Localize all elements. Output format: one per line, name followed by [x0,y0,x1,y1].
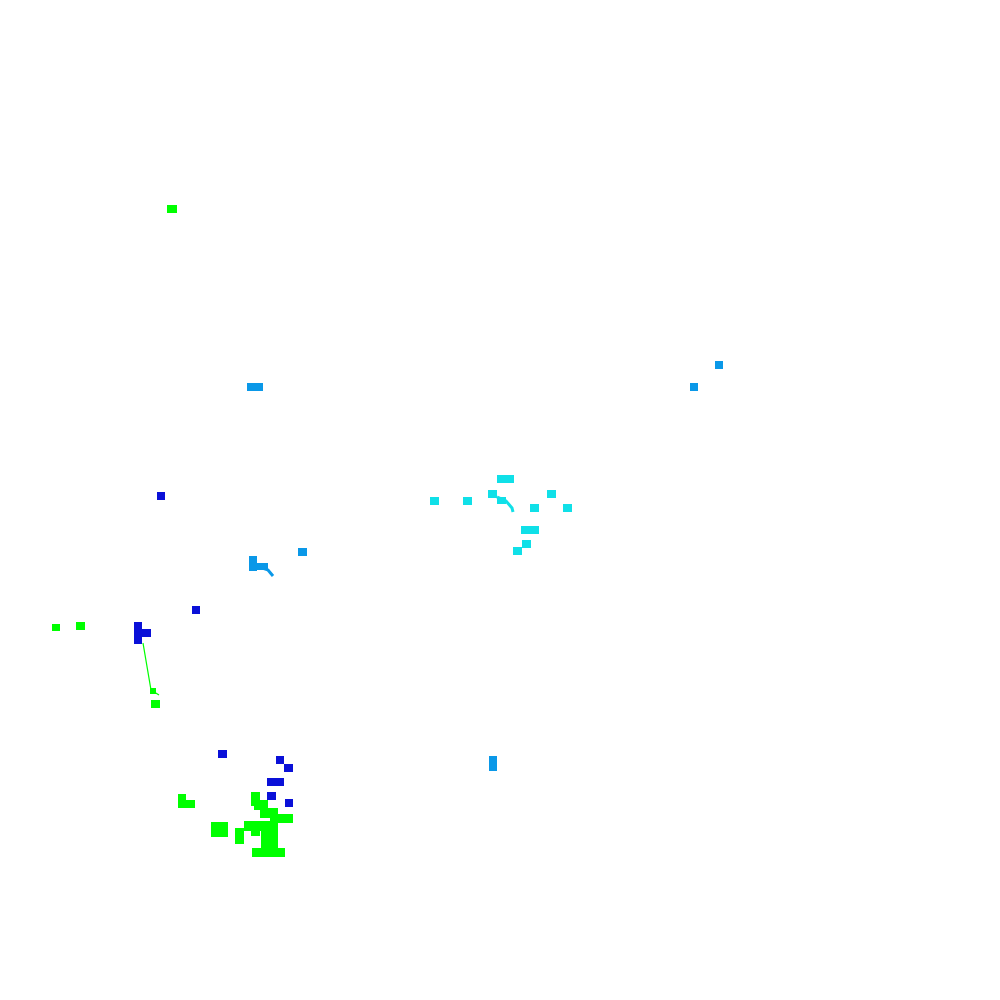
map-cell-cyan [513,547,522,555]
map-cell-dark-blue [284,764,293,772]
map-cell-green [252,848,285,857]
map-cell-cyan [522,540,531,548]
map-line-cyan [496,495,515,513]
map-cell-dark-blue [142,629,151,637]
map-cell-medium-blue [715,361,723,369]
map-cell-green [52,624,60,631]
map-cell-medium-blue [489,756,497,771]
map-cell-cyan [497,475,514,483]
map-cell-green [244,821,278,831]
map-cell-cyan [530,504,539,512]
map-cell-cyan [430,497,439,505]
map-cell-green [76,622,85,630]
map-cell-dark-blue [267,792,276,800]
map-cell-cyan [563,504,572,512]
map-line-medium-blue [261,566,275,577]
map-cell-cyan [547,490,556,498]
map-cell-green [178,794,186,808]
map-cell-medium-blue [298,548,307,556]
map-cell-green [184,800,195,808]
map-cell-medium-blue [690,383,698,391]
map-cell-dark-blue [276,756,284,764]
map-cell-green [251,828,260,836]
map-cell-cyan [488,490,497,498]
map-cell-green [211,822,228,837]
map-cell-dark-blue [192,606,200,614]
map-cell-medium-blue [256,563,268,570]
map-cell-medium-blue [249,556,257,571]
map-cell-green [254,800,268,810]
map-cell-dark-blue [218,750,227,758]
map-cell-dark-blue [134,622,142,644]
map-cell-cyan [521,526,539,534]
map-cell-green [151,700,160,708]
map-lines [142,495,515,696]
map-cell-green [261,828,278,848]
map-cell-green [235,828,244,844]
map-cell-green [167,205,177,213]
map-cell-dark-blue [157,492,165,500]
map-line-green [142,642,160,696]
map-cell-cyan [463,497,472,505]
map-cell-dark-blue [267,778,284,786]
map-cell-green [260,808,278,818]
map-cells [52,205,723,857]
map-cell-green [270,814,293,823]
map-cell-medium-blue [247,383,263,391]
map-cell-green [251,792,260,806]
map-cell-dark-blue [285,799,293,807]
